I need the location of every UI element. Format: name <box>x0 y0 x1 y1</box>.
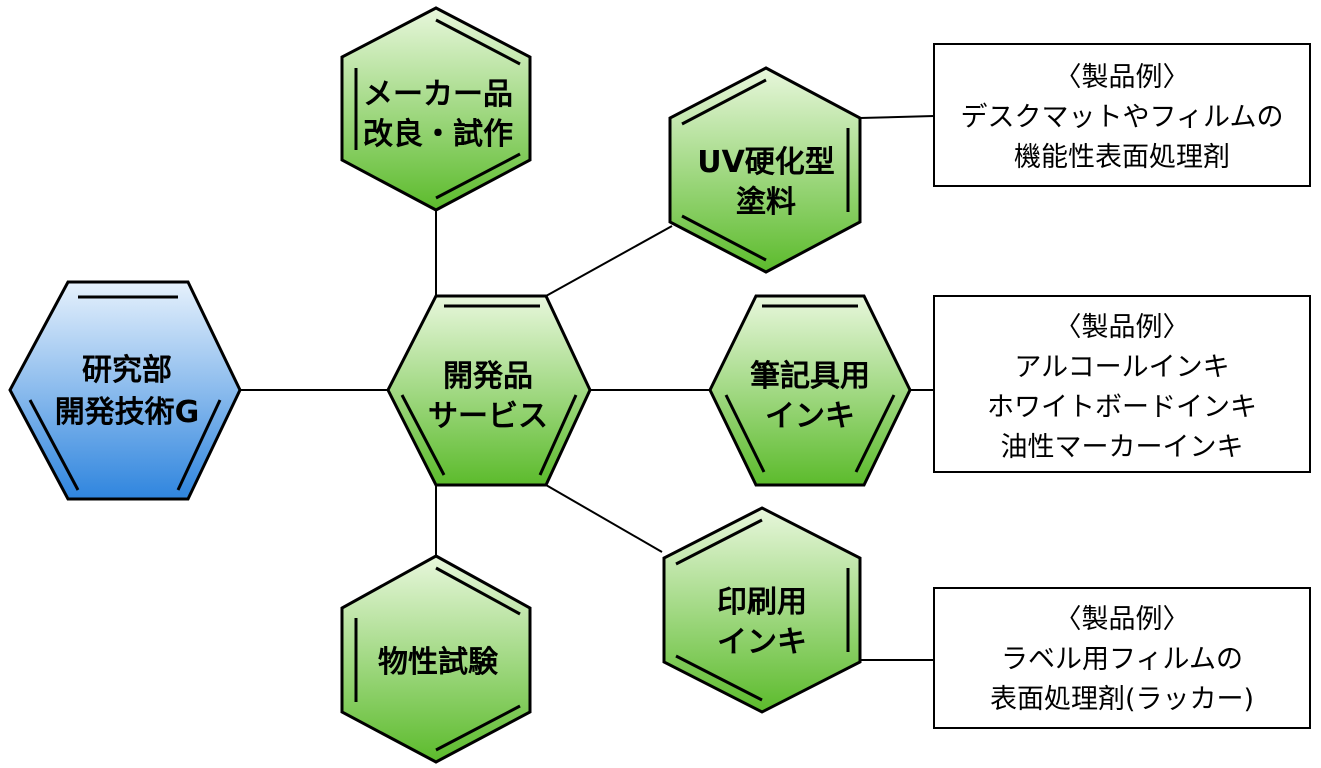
connector-center-uv <box>545 225 673 297</box>
hex-pen-ink-line-2: インキ <box>765 399 855 434</box>
connector-uv-box <box>859 115 935 119</box>
hex-center-bonds <box>400 304 578 476</box>
hex-center-shape <box>386 294 592 487</box>
hex-uv-line-1: UV硬化型 <box>697 145 835 180</box>
hex-research-bonds <box>28 295 222 491</box>
box-print-line-3: 表面処理剤(ラッカー) <box>990 684 1254 715</box>
hex-pen-ink[interactable]: 筆記具用 インキ <box>708 294 912 487</box>
box-uv-examples: 〈製品例〉 デスクマットやフィルムの 機能性表面処理剤 <box>933 43 1311 187</box>
hex-pen-ink-line-1: 筆記具用 <box>750 359 870 394</box>
box-print-examples: 〈製品例〉 ラベル用フィルムの 表面処理剤(ラッカー) <box>933 587 1311 729</box>
hex-research-line-2: 開発技術G <box>55 395 200 430</box>
hex-physical-line-1: 物性試験 <box>378 645 499 680</box>
hex-maker-line-2: 改良・試作 <box>363 117 513 152</box>
box-print-line-2: ラベル用フィルムの <box>1001 644 1243 675</box>
hex-center[interactable]: 開発品 サービス <box>386 294 592 487</box>
hex-uv-bonds <box>681 78 850 262</box>
box-pen-line-2: アルコールインキ <box>1014 352 1229 383</box>
hex-uv[interactable]: UV硬化型 塗料 <box>668 66 862 274</box>
hex-physical-bonds <box>354 566 521 752</box>
hex-uv-line-2: 塗料 <box>736 185 796 220</box>
box-uv-line-2: デスクマットやフィルムの <box>961 102 1284 133</box>
hex-print-ink-shape <box>662 506 862 714</box>
box-print-line-1: 〈製品例〉 <box>1055 604 1190 635</box>
box-pen-examples: 〈製品例〉 アルコールインキ ホワイトボードインキ 油性マーカーインキ <box>933 295 1311 473</box>
hex-print-ink[interactable]: 印刷用 インキ <box>662 506 862 714</box>
hex-print-ink-line-2: インキ <box>717 625 807 660</box>
connector-center-print <box>545 484 663 553</box>
box-pen-line-4: 油性マーカーインキ <box>1001 432 1244 463</box>
hex-print-ink-line-1: 印刷用 <box>717 585 807 620</box>
hex-center-line-2: サービス <box>428 399 548 434</box>
hex-uv-shape <box>668 66 862 274</box>
hex-print-ink-bonds <box>675 518 850 702</box>
hex-research[interactable]: 研究部 開発技術G <box>8 280 242 501</box>
hex-physical-shape <box>340 554 532 764</box>
hex-research-line-1: 研究部 <box>82 353 172 388</box>
hex-research-shape <box>8 280 242 501</box>
hex-physical[interactable]: 物性試験 <box>340 554 532 764</box>
hex-maker-shape <box>340 6 532 212</box>
box-pen-line-3: ホワイトボードインキ <box>987 392 1257 423</box>
connectors <box>240 115 935 661</box>
hex-center-line-1: 開発品 <box>443 359 533 394</box>
box-uv-line-3: 機能性表面処理剤 <box>1014 142 1230 173</box>
hex-pen-ink-shape <box>708 294 912 487</box>
hex-pen-ink-bonds <box>724 304 896 473</box>
box-pen-line-1: 〈製品例〉 <box>1055 312 1190 343</box>
hex-maker[interactable]: メーカー品 改良・試作 <box>340 6 532 212</box>
box-uv-line-1: 〈製品例〉 <box>1055 62 1190 93</box>
hex-maker-line-1: メーカー品 <box>363 77 513 112</box>
hex-maker-bonds <box>354 18 521 200</box>
